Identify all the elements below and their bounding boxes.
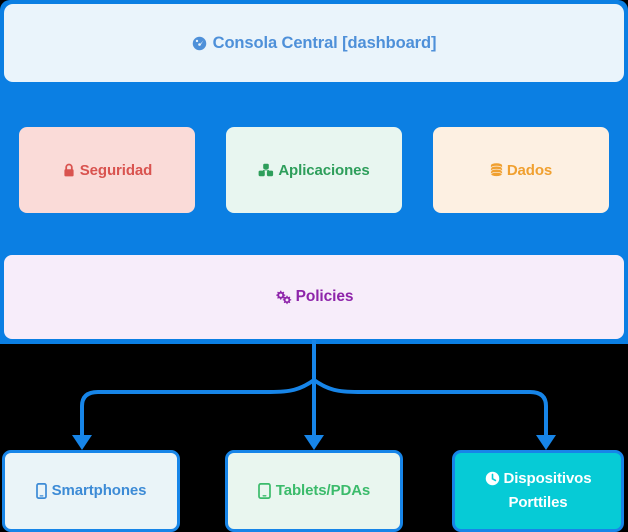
clock-icon <box>485 471 500 486</box>
node-aplicaciones[interactable]: Aplicaciones <box>226 127 402 213</box>
console-container: Consola Central [dashboard] Seguridad <box>0 0 628 344</box>
node-label: Seguridad <box>79 161 153 179</box>
node-content: Dispositivos Porttiles <box>455 469 621 514</box>
node-content: Policies <box>275 288 354 306</box>
node-dados[interactable]: Dados <box>433 127 609 213</box>
connector-branch-left <box>80 378 316 440</box>
device-row: Smartphones Tablets/PDAs Dispositivos Po <box>0 450 628 532</box>
node-content: Tablets/PDAs <box>250 481 378 501</box>
node-label-line2: Porttiles <box>508 494 568 511</box>
gears-icon <box>275 290 292 305</box>
cubes-icon <box>258 163 274 178</box>
node-smartphones[interactable]: Smartphones <box>2 450 180 532</box>
node-label: Policies <box>295 288 354 305</box>
node-policies[interactable]: Policies <box>4 255 624 339</box>
node-content: Seguridad <box>62 162 152 179</box>
node-dispositivos-portatiles[interactable]: Dispositivos Porttiles <box>452 450 624 532</box>
node-label: Aplicaciones <box>278 161 370 179</box>
node-label: Smartphones <box>51 481 147 499</box>
node-label: Dados <box>506 161 553 179</box>
node-tablets-pdas[interactable]: Tablets/PDAs <box>225 450 403 532</box>
node-label: Tablets/PDAs <box>275 481 371 499</box>
arrowhead-right <box>536 435 556 450</box>
tablet-icon <box>257 483 271 499</box>
connector-tree <box>72 340 556 450</box>
node-label-line1: Dispositivos <box>503 469 592 487</box>
node-seguridad[interactable]: Seguridad <box>19 127 195 213</box>
database-icon <box>490 162 503 178</box>
node-content: Smartphones <box>28 481 155 501</box>
connector-branch-right <box>312 378 548 440</box>
node-consola-central[interactable]: Consola Central [dashboard] <box>4 4 624 82</box>
module-row: Seguridad Aplicaciones <box>0 127 628 213</box>
mobile-phone-icon <box>35 483 47 499</box>
dashboard-gauge-icon <box>192 36 207 51</box>
node-content: Dados <box>490 162 552 179</box>
arrowhead-left <box>72 435 92 450</box>
node-content: Consola Central [dashboard] <box>192 33 437 53</box>
arrowhead-center <box>304 435 324 450</box>
lock-icon <box>62 163 76 178</box>
page-title: Consola Central [dashboard] <box>212 33 437 52</box>
node-content: Aplicaciones <box>258 161 370 179</box>
